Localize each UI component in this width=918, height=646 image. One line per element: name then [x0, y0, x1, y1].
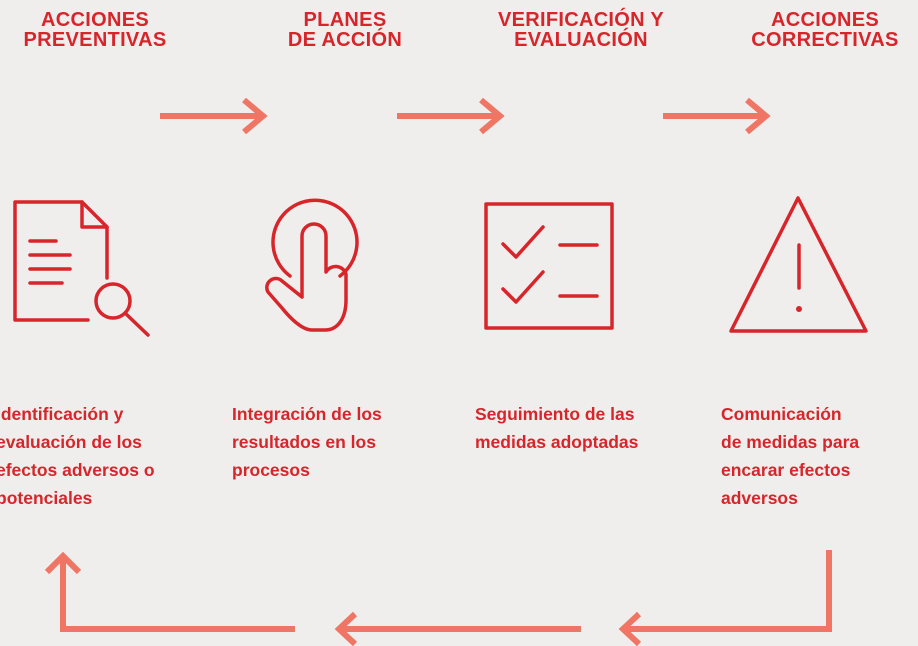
stage-3-title: VERIFICACIÓN Y EVALUACIÓN [497, 9, 665, 51]
stage-2-title: PLANES DE ACCIÓN [287, 9, 403, 51]
stage-4-description: Comunicación de medidas para encarar efe… [721, 404, 860, 508]
arrow-right-3 [663, 97, 771, 135]
stage-1-description: Identificación y evaluación de los efect… [0, 404, 155, 508]
arrow-right-2 [397, 97, 505, 135]
stage-3-description: Seguimiento de las medidas adoptadas [475, 404, 639, 452]
return-arrow-left-1 [618, 550, 832, 646]
warning-triangle-icon [729, 196, 868, 333]
stage-1-title: ACCIONES PREVENTIVAS [23, 9, 167, 51]
checklist-icon [484, 202, 614, 330]
stage-4-title: ACCIONES CORRECTIVAS [751, 9, 899, 51]
stage-2-description: Integración de los resultados en los pro… [232, 404, 382, 480]
arrow-right-1 [160, 97, 268, 135]
return-arrow-up [44, 551, 295, 632]
touch-hand-icon [265, 198, 359, 332]
document-search-icon [13, 200, 150, 337]
return-arrow-left-2 [334, 611, 581, 646]
